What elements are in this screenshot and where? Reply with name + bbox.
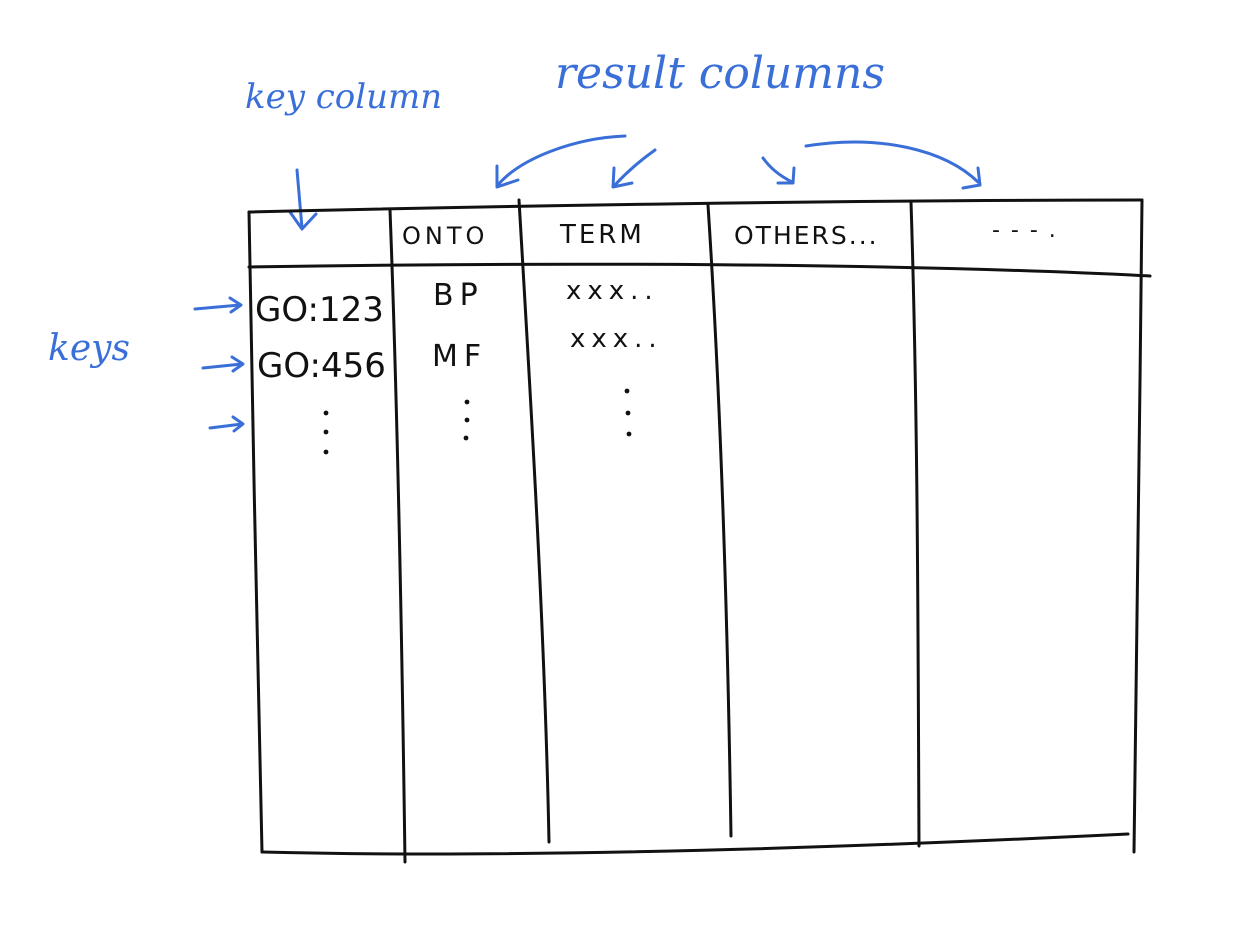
key-arrow-row-1 — [193, 296, 243, 314]
row-2-onto: MF — [432, 339, 487, 374]
row-2-term: xxx.. — [570, 324, 663, 354]
continuation-dots-onto — [463, 399, 470, 441]
keys-label: keys — [48, 328, 130, 369]
result-arrow-others — [761, 156, 796, 185]
key-column-label: key column — [245, 77, 442, 117]
header-others: OTHERS... — [734, 221, 879, 250]
row-1-onto: BP — [433, 278, 484, 313]
table-frame — [247, 198, 1152, 864]
key-arrow-row-2 — [201, 355, 245, 373]
continuation-dots-key — [323, 410, 329, 455]
row-1-key: GO:123 — [255, 290, 384, 330]
header-onto: ONTO — [402, 222, 488, 250]
header-term: TERM — [559, 220, 645, 250]
row-2-key: GO:456 — [257, 346, 386, 386]
row-1-term: xxx.. — [566, 276, 659, 306]
result-columns-label: result columns — [555, 48, 885, 99]
key-column-arrow — [288, 168, 318, 231]
result-arrow-more — [804, 140, 982, 190]
header-more: - - - . — [992, 218, 1058, 243]
result-arrow-term — [611, 148, 657, 189]
result-arrow-onto — [495, 134, 627, 189]
continuation-dots-term — [624, 388, 632, 437]
key-arrow-row-3 — [208, 415, 245, 433]
